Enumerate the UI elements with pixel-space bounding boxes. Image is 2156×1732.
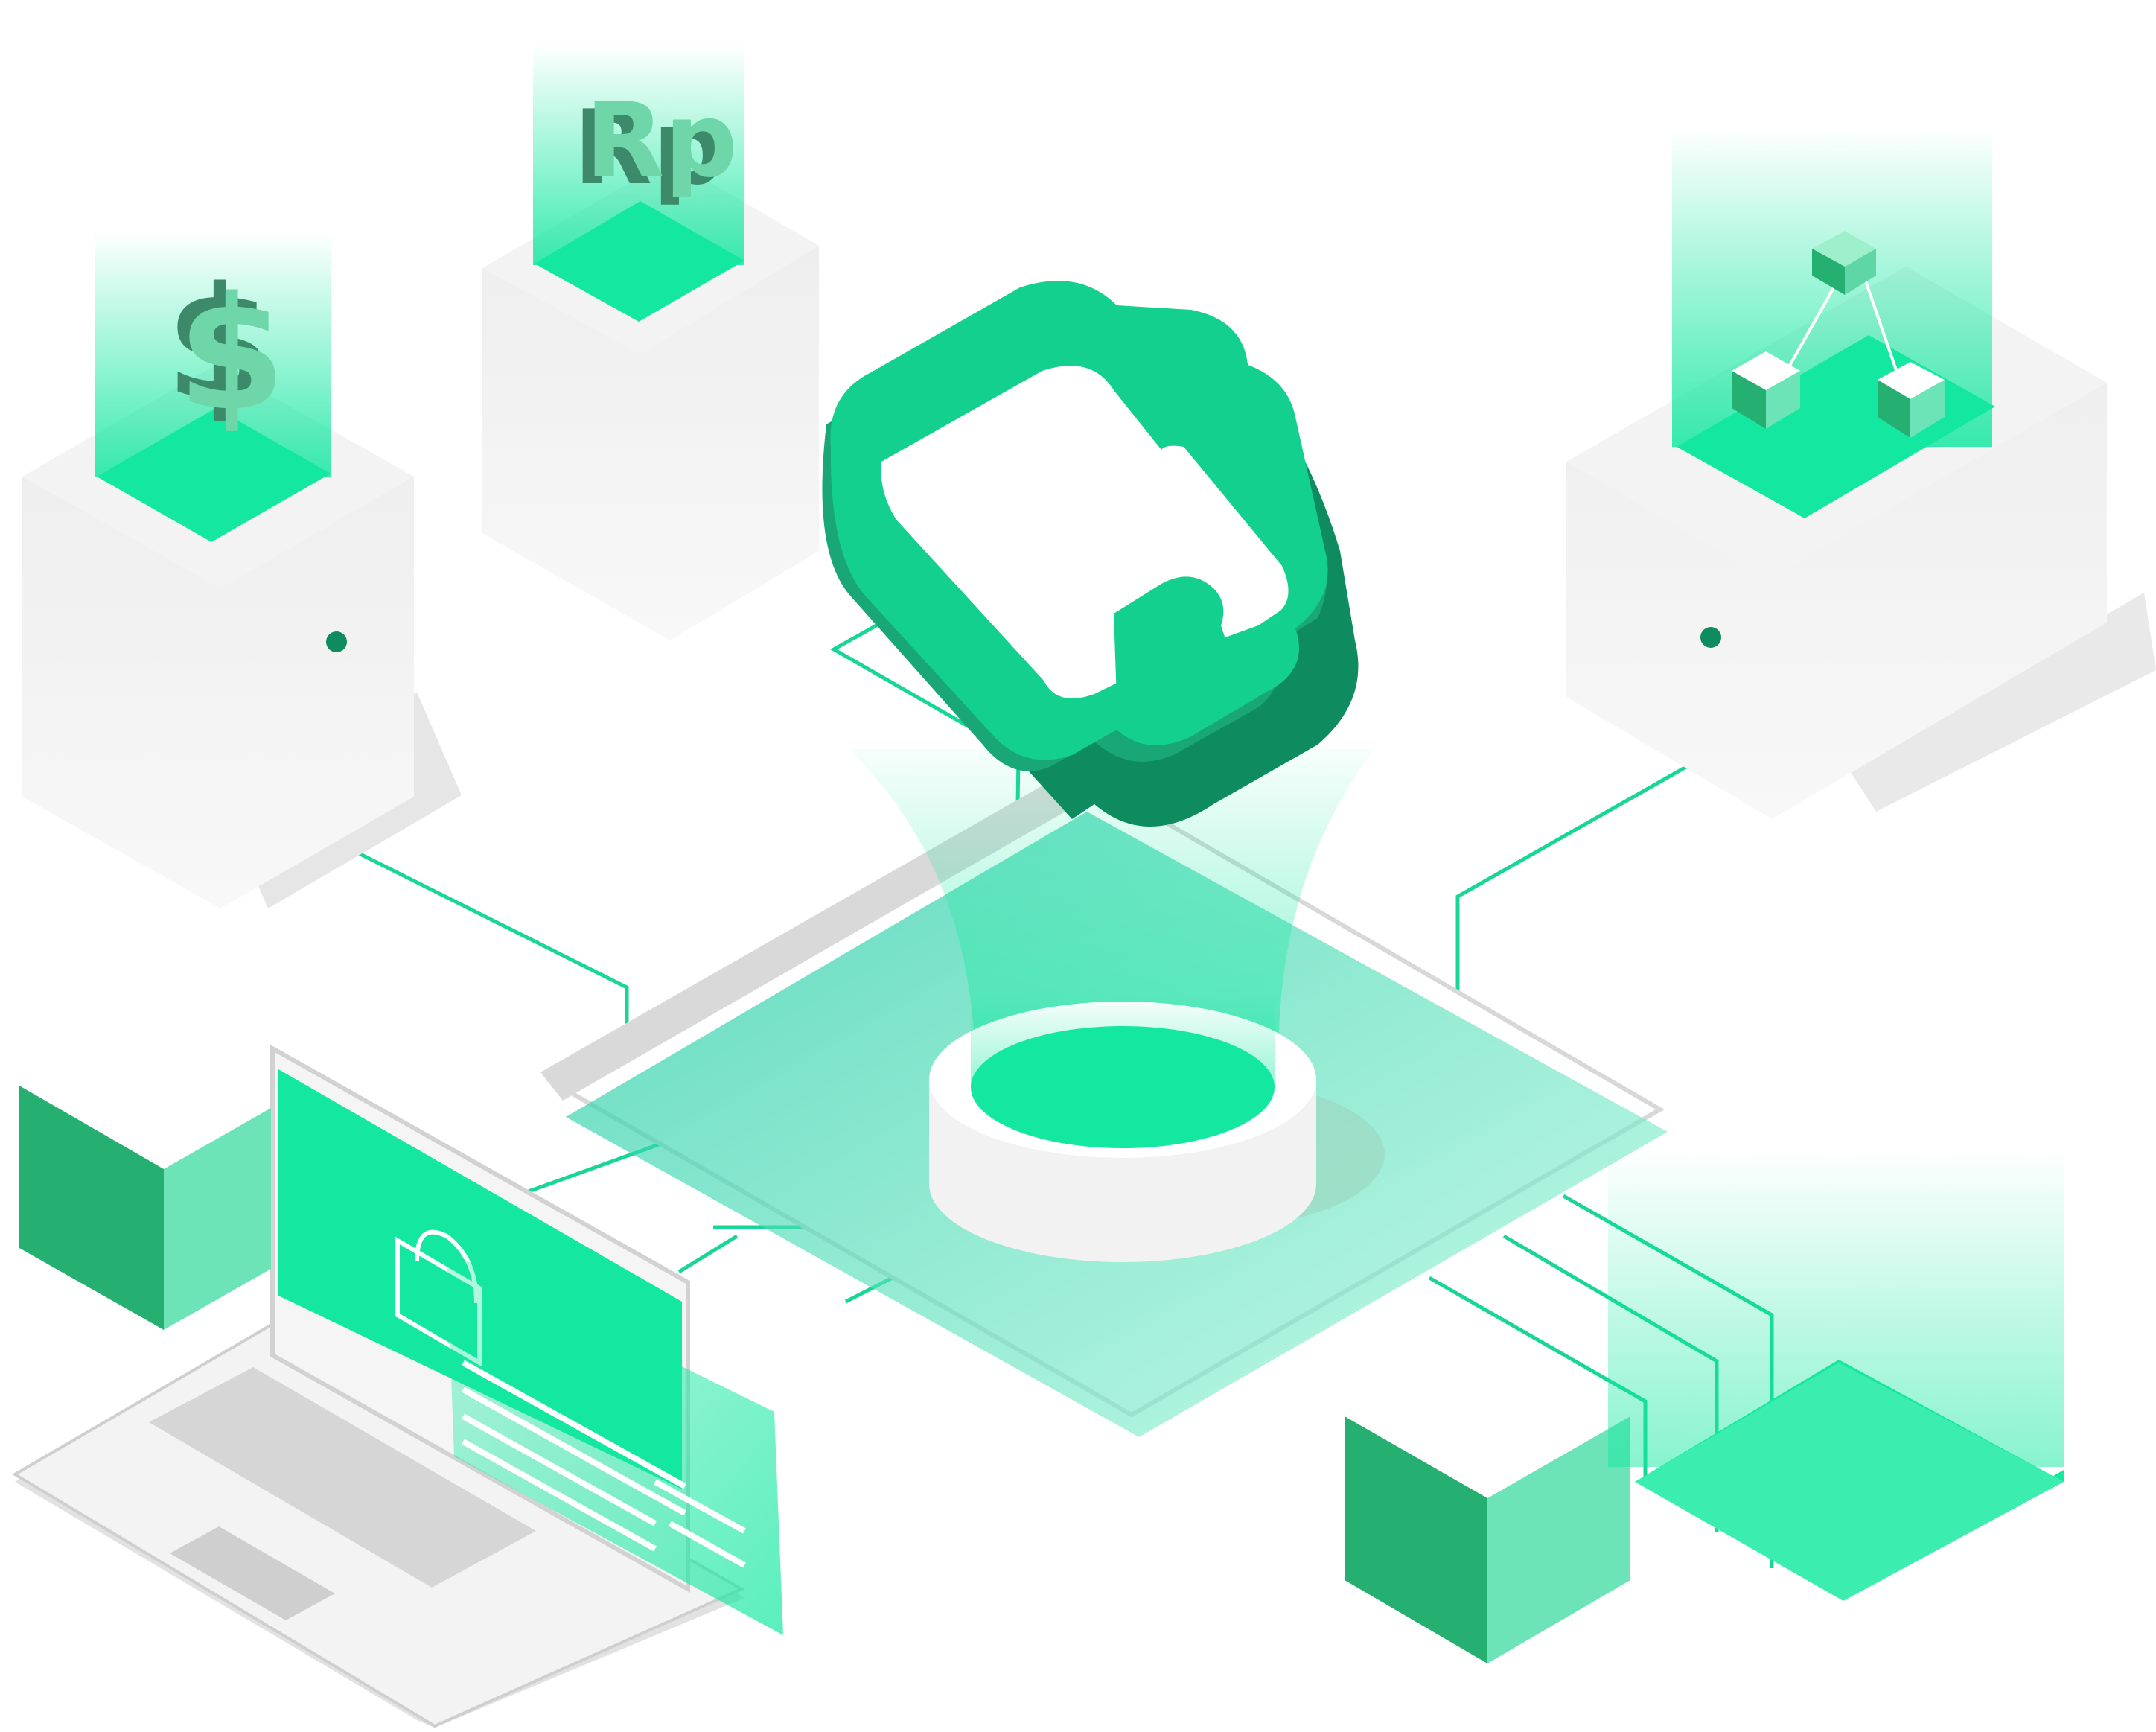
green-cube-left (19, 1086, 271, 1330)
rupiah-label-shadow: Rp (573, 88, 726, 208)
network-cubes-icon (1732, 231, 1945, 438)
dollar-sign-icon: $ (177, 263, 286, 445)
network-server-block (1566, 127, 2156, 819)
connector-node (326, 631, 347, 652)
rupiah-label: Rp (585, 80, 738, 200)
database-cylinder-icon (929, 998, 1385, 1262)
rupiah-server-block: Rp Rp (482, 45, 819, 640)
dollar-sign-shadow: $ (165, 253, 274, 436)
cloud-outline-icon (822, 281, 1359, 827)
connector-node (1700, 627, 1721, 648)
dollar-server-block: $ $ (22, 231, 462, 908)
code-lines (462, 1360, 746, 1568)
glow-platform-right (1608, 1147, 2064, 1601)
laptop-icon (12, 1044, 783, 1728)
green-cube-right (1345, 1416, 1630, 1663)
keyboard (149, 1367, 536, 1620)
